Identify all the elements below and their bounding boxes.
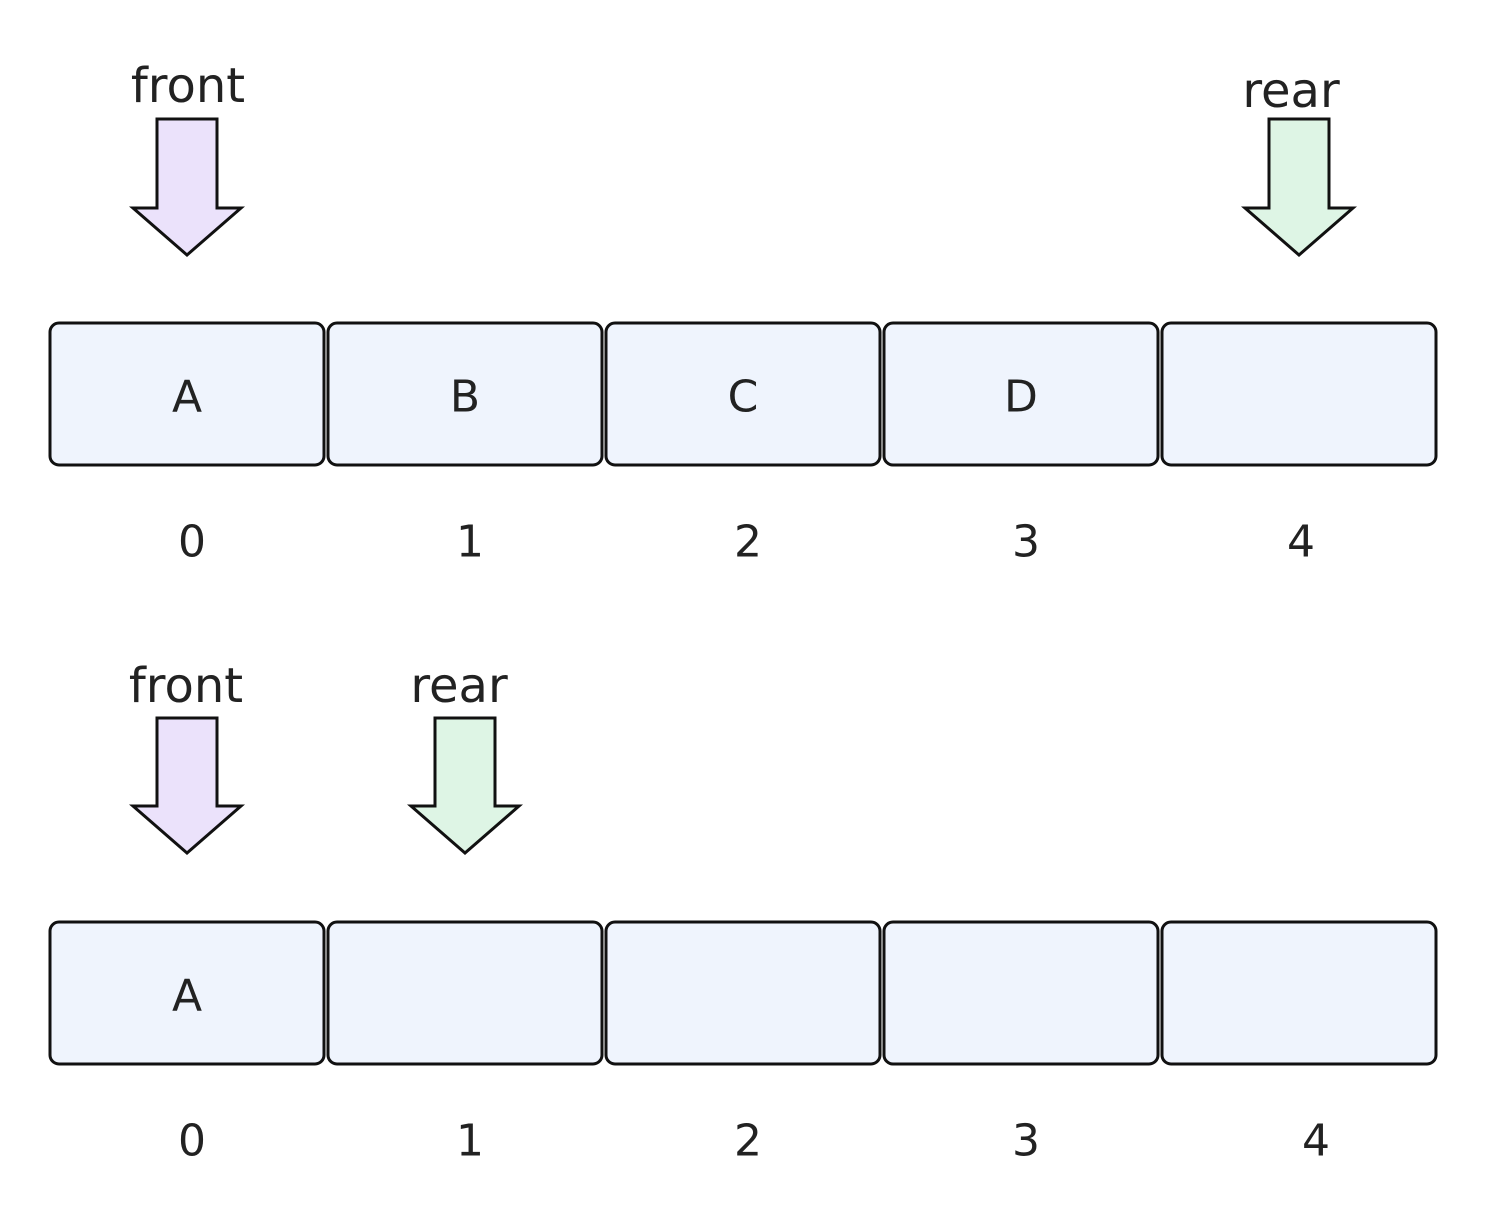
rear-label: rear	[1242, 63, 1340, 119]
queue-cell	[604, 920, 882, 1066]
index-label: 1	[456, 1116, 484, 1167]
queue-state-1: front rear A B C D	[48, 58, 1438, 568]
index-label: 4	[1287, 517, 1315, 568]
queue-state-2: front rear A	[48, 658, 1438, 1167]
rear-arrow-icon	[1240, 117, 1358, 257]
front-pointer: front	[128, 658, 246, 855]
queue-cell	[882, 920, 1160, 1066]
front-arrow-icon	[128, 117, 246, 257]
front-label: front	[129, 658, 243, 714]
rear-label: rear	[410, 658, 508, 714]
queue-cell	[1160, 920, 1438, 1066]
queue-cell: C	[604, 321, 882, 467]
index-label: 3	[1012, 1116, 1040, 1167]
index-label: 0	[178, 1116, 206, 1167]
queue-cell: B	[326, 321, 604, 467]
queue-cell	[1160, 321, 1438, 467]
index-label: 2	[734, 517, 762, 568]
cell-value: D	[1004, 372, 1038, 423]
index-label: 3	[1012, 517, 1040, 568]
queue-cell: A	[48, 321, 326, 467]
index-label: 4	[1302, 1116, 1330, 1167]
rear-pointer: rear	[406, 658, 524, 855]
index-labels: 0 1 2 3 4	[178, 1116, 1330, 1167]
queue-cell: D	[882, 321, 1160, 467]
front-pointer: front	[128, 58, 246, 257]
queue-cells: A	[48, 920, 1438, 1066]
index-label: 1	[456, 517, 484, 568]
cell-value: A	[172, 372, 202, 423]
front-arrow-icon	[128, 716, 246, 855]
queue-cell: A	[48, 920, 326, 1066]
front-label: front	[131, 58, 245, 114]
queue-cell	[326, 920, 604, 1066]
queue-cells: A B C D	[48, 321, 1438, 467]
cell-value: C	[728, 372, 759, 423]
rear-pointer: rear	[1240, 63, 1358, 257]
cell-value: B	[450, 372, 480, 423]
cell-value: A	[172, 971, 202, 1022]
rear-arrow-icon	[406, 716, 524, 855]
index-label: 2	[734, 1116, 762, 1167]
index-label: 0	[178, 517, 206, 568]
index-labels: 0 1 2 3 4	[178, 517, 1315, 568]
